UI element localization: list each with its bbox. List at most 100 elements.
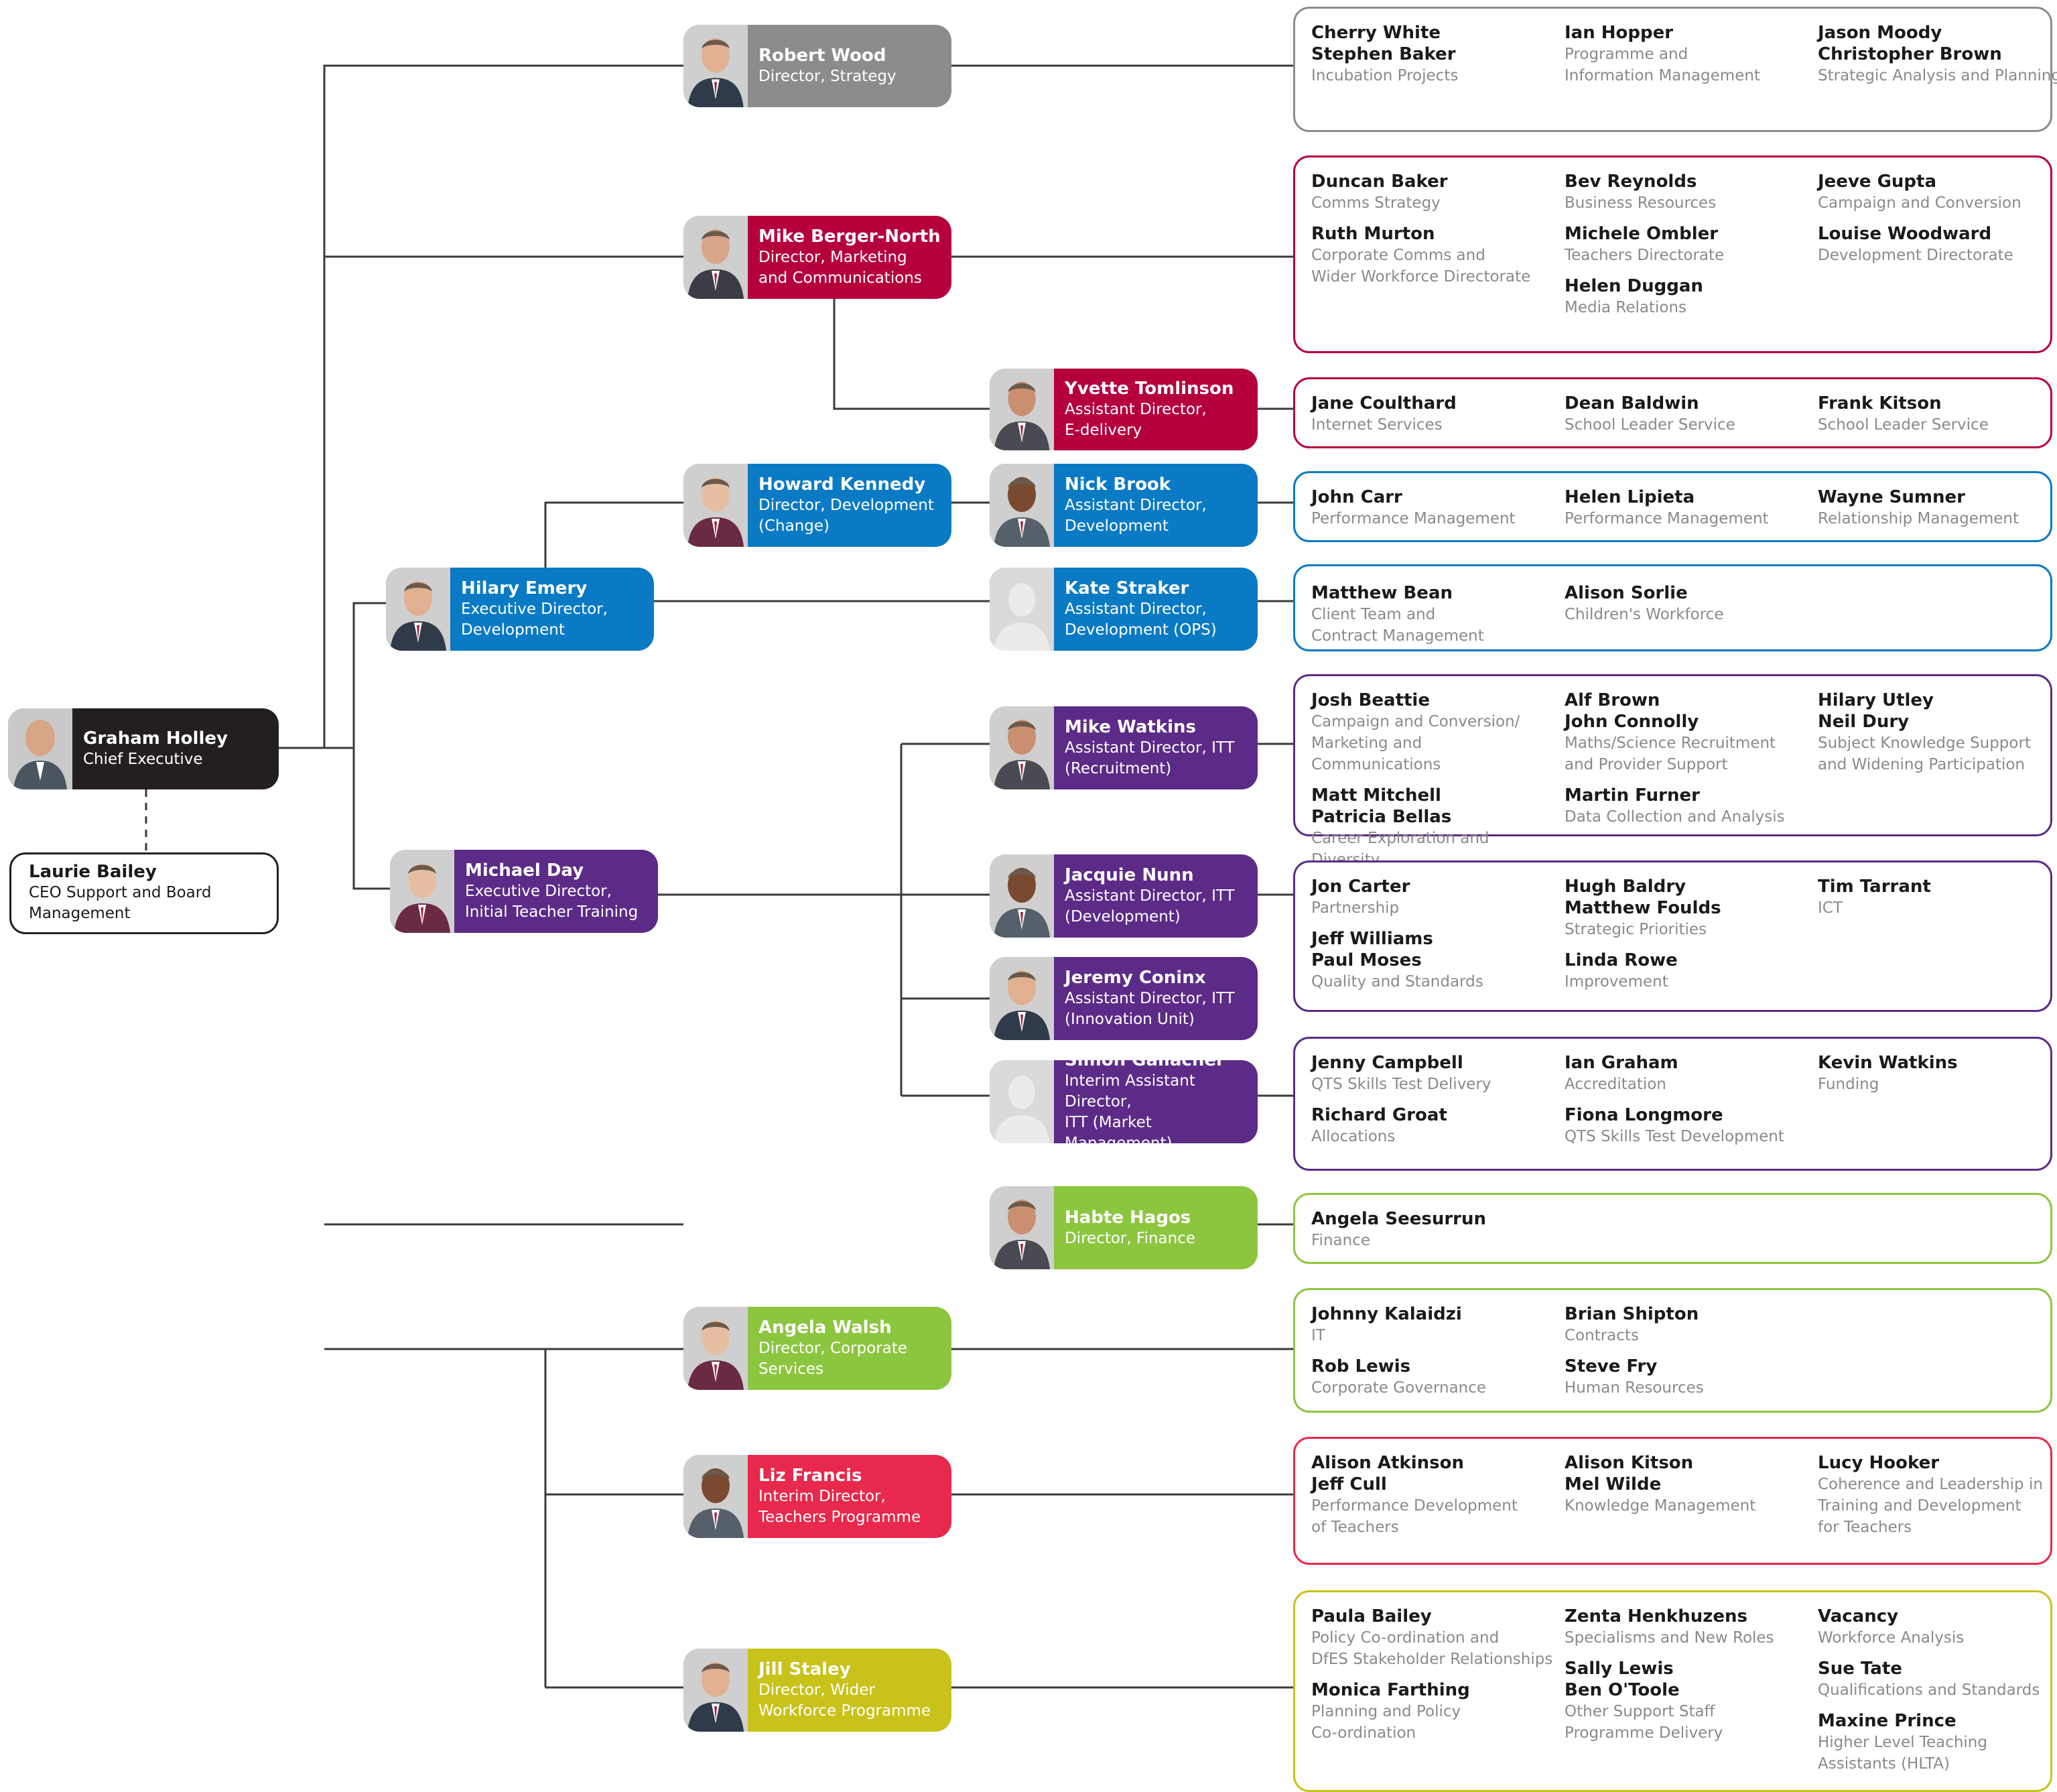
staff-names: Fiona Longmore [1565, 1105, 1723, 1125]
person-role: Director, Development (Change) [758, 497, 934, 535]
staff-names: Hilary Utley Neil Dury [1818, 690, 1934, 732]
staff-role: Funding [1818, 1076, 1879, 1093]
portrait-photo [990, 957, 1054, 1040]
staff-names: Linda Rowe [1565, 950, 1678, 970]
ceo-card[interactable]: Graham Holley Chief Executive [8, 708, 279, 789]
portrait-photo [683, 25, 748, 107]
staff-names: Martin Furner [1565, 785, 1700, 806]
person-role: Assistant Director, ITT (Development) [1065, 887, 1235, 925]
staff-role: Knowledge Management [1565, 1497, 1756, 1515]
staff-names: Jason Moody Christopher Brown [1818, 23, 2002, 64]
person-role: Executive Director, Initial Teacher Trai… [465, 883, 639, 921]
staff-names: Alison Kitson Mel Wilde [1565, 1453, 1694, 1494]
staff-names: Bev Reynolds [1565, 172, 1697, 192]
staff-role: Business Resources [1565, 194, 1717, 212]
staff-role: School Leader Service [1565, 416, 1735, 434]
staff-names: Matt Mitchell Patricia Bellas [1311, 785, 1452, 827]
staff-role: Qualifications and Standards [1818, 1681, 2040, 1699]
person-role: Assistant Director, Development (OPS) [1065, 600, 1217, 639]
staff-role: Incubation Projects [1311, 67, 1459, 84]
staff-role: Children's Workforce [1565, 606, 1724, 623]
staff-names: Ruth Murton [1311, 224, 1435, 244]
staff-role: QTS Skills Test Development [1565, 1128, 1784, 1145]
staff-names: Cherry White Stephen Baker [1311, 23, 1456, 64]
portrait-photo [386, 568, 450, 651]
staff-names: Matthew Bean [1311, 583, 1453, 603]
staff-names: Jeeve Gupta [1818, 172, 1937, 192]
staff-role: QTS Skills Test Delivery [1311, 1076, 1491, 1093]
person-name: Yvette Tomlinson [1065, 379, 1234, 399]
staff-role: Corporate Comms and Wider Workforce Dire… [1311, 247, 1531, 285]
staff-names: Lucy Hooker [1818, 1453, 1940, 1473]
person-role: Executive Director, Development [461, 600, 608, 639]
staff-names: Zenta Henkhuzens [1565, 1606, 1747, 1626]
staff-names: Michele Ombler [1565, 224, 1719, 244]
portrait-photo [990, 854, 1054, 938]
person-name: Mike Berger-North [758, 227, 941, 247]
staff-names: Jon Carter [1311, 877, 1410, 897]
person-name: Michael Day [465, 860, 584, 881]
portrait-photo [683, 216, 748, 299]
staff-names: Monica Farthing [1311, 1680, 1470, 1700]
staff-names: Hugh Baldry Matthew Foulds [1565, 877, 1721, 918]
staff-role: Career Exploration and Diversity [1311, 830, 1489, 869]
staff-role: Accreditation [1565, 1076, 1666, 1093]
staff-role: IT [1311, 1327, 1325, 1344]
staff-names: Brian Shipton [1565, 1304, 1699, 1324]
ceo-support-box[interactable]: Laurie Bailey CEO Support and Board Mana… [9, 852, 279, 934]
person-name: Angela Walsh [758, 1318, 892, 1338]
staff-names: Jane Coulthard [1311, 393, 1457, 413]
staff-role: Teachers Directorate [1565, 247, 1725, 264]
staff-names: Jenny Campbell [1311, 1053, 1463, 1073]
staff-role: Campaign and Conversion [1818, 194, 2021, 212]
person-name: Liz Francis [758, 1466, 862, 1486]
staff-names: Frank Kitson [1818, 393, 1942, 413]
staff-names: Jeff Williams Paul Moses [1311, 929, 1433, 970]
staff-role: Strategic Analysis and Planning [1818, 67, 2057, 84]
